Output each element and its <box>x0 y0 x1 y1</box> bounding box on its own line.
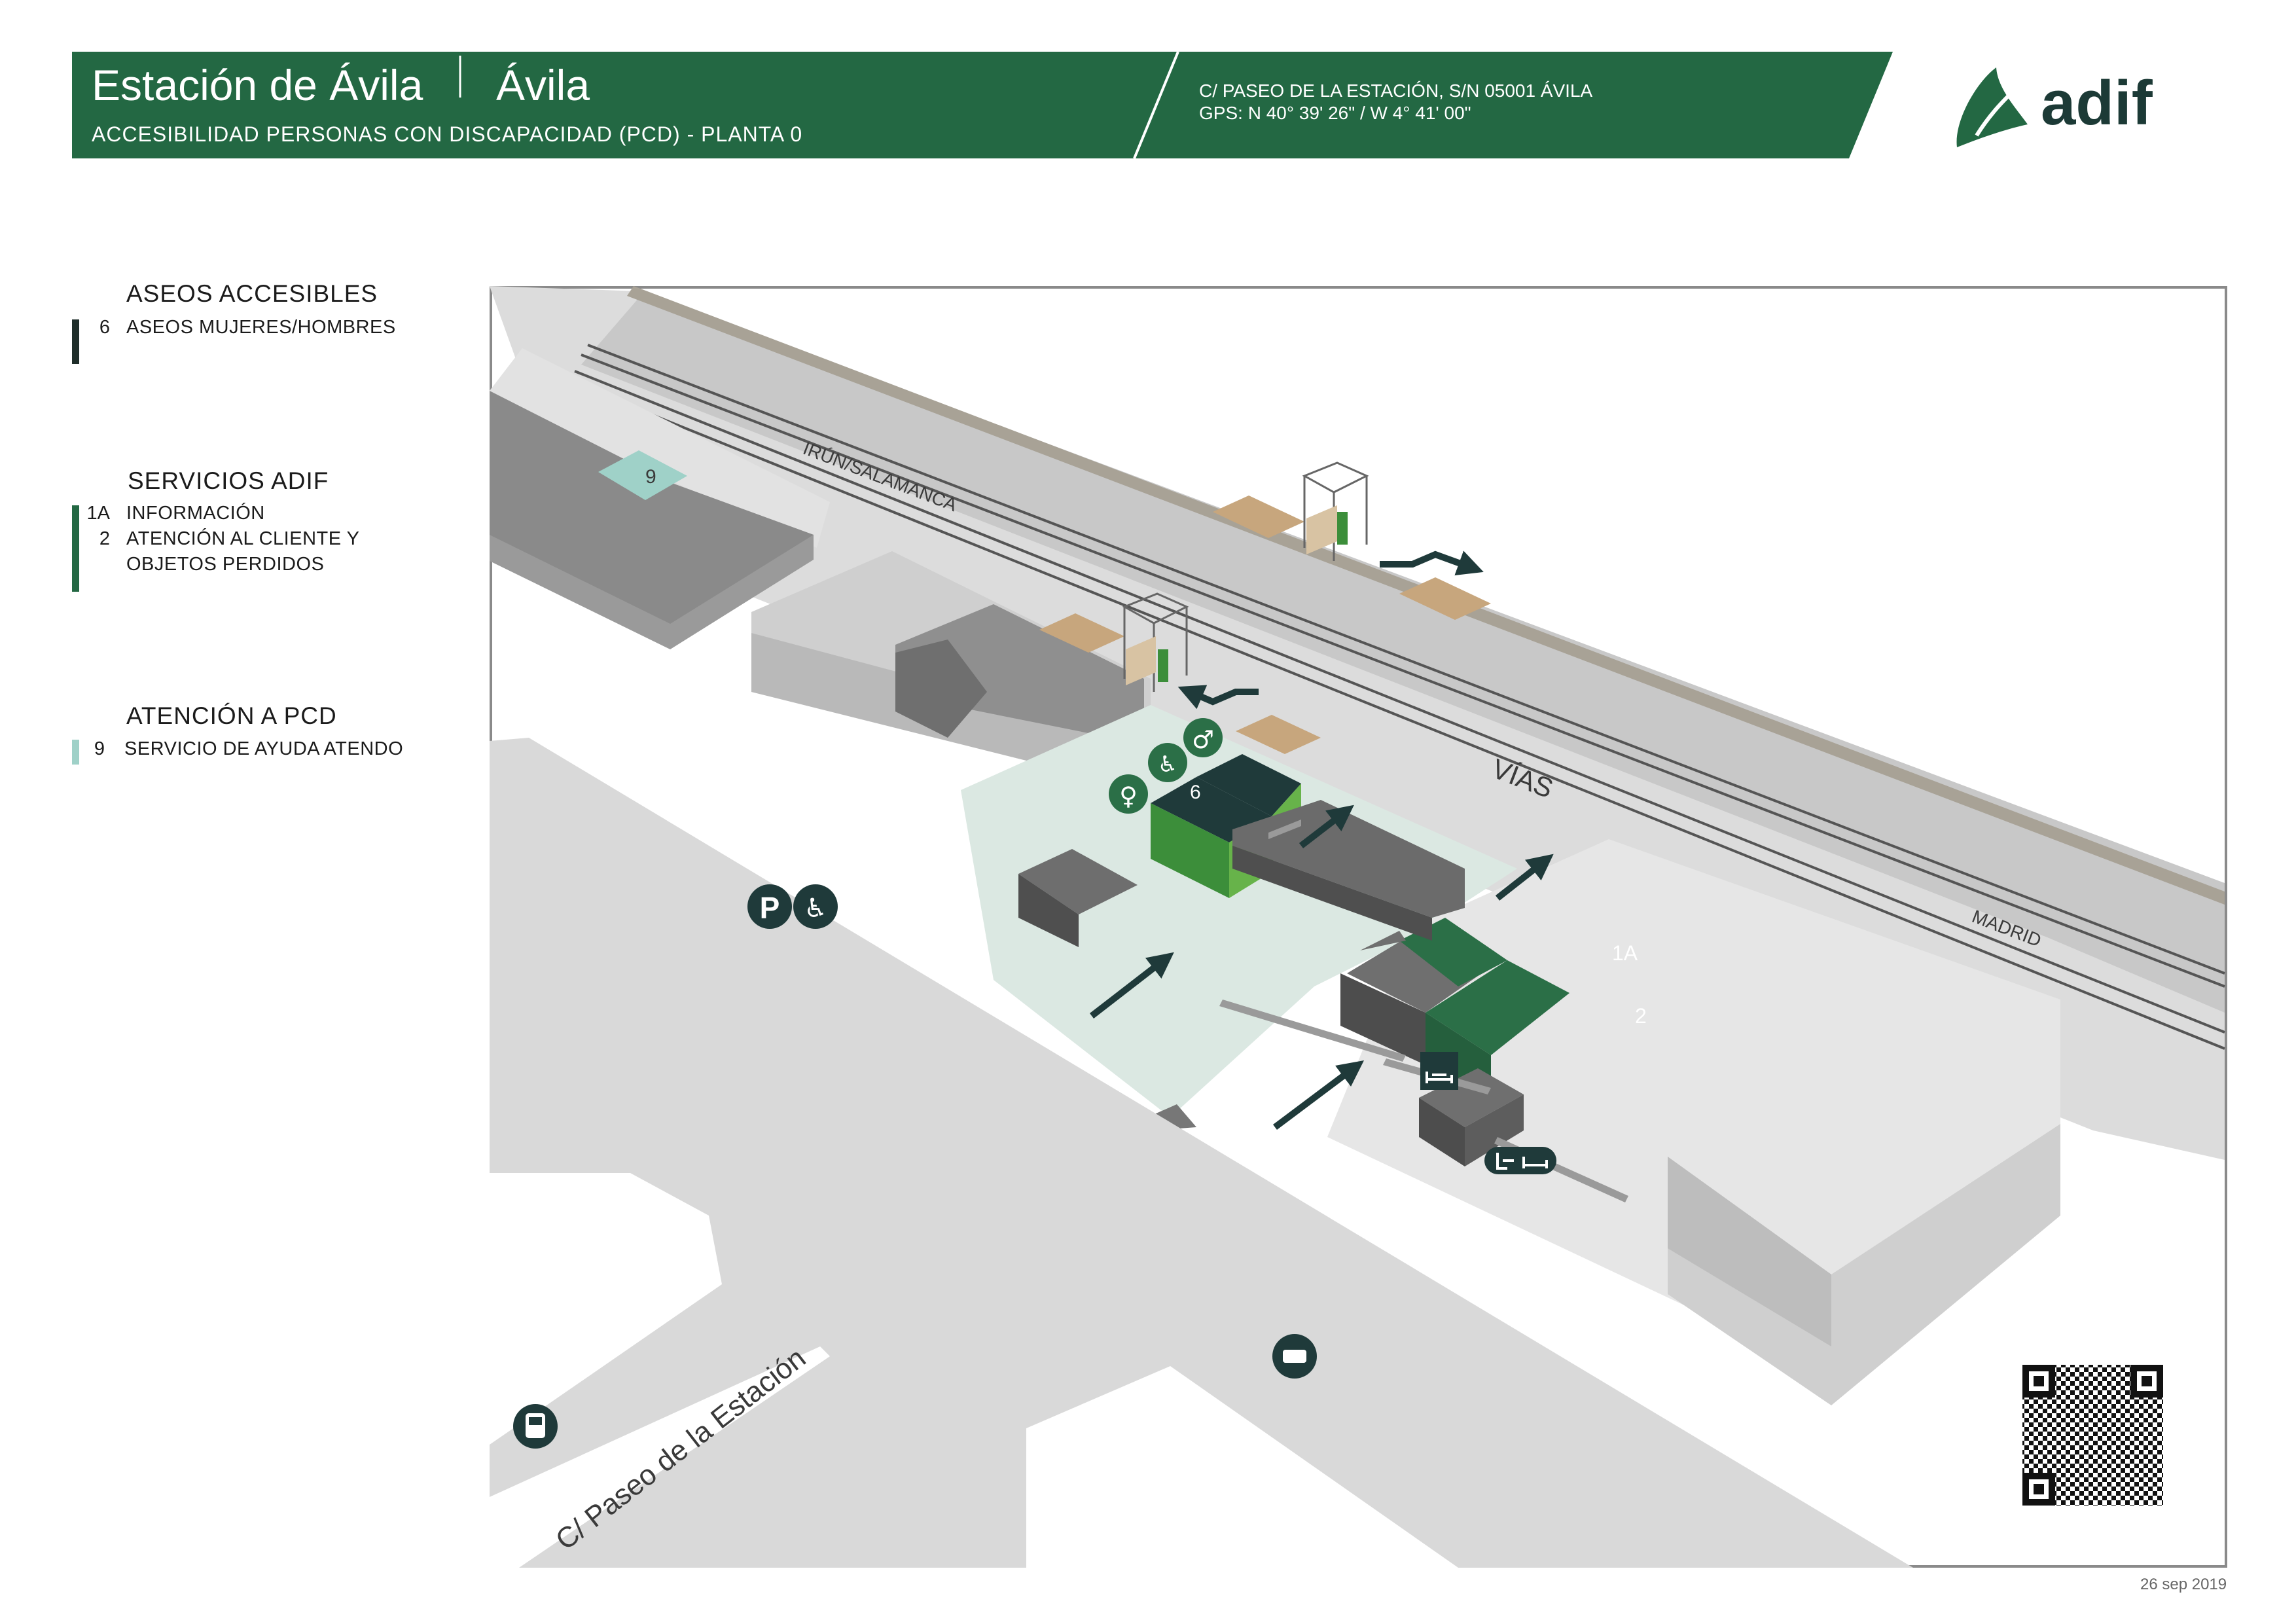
kiosk-left <box>1018 849 1138 914</box>
legend-title-pcd: ATENCIÓN A PCD <box>126 702 337 729</box>
pcd-help-point <box>598 450 687 500</box>
gps-coordinates: GPS: N 40° 39' 26" / W 4° 41' 00" <box>1199 103 1471 123</box>
station-building-dark <box>895 604 1144 744</box>
svg-text:♂: ♂ <box>1192 725 1214 754</box>
svg-text:♿: ♿ <box>1158 751 1177 778</box>
legend-num: 1A <box>86 503 110 524</box>
legend-item-lost-property: OBJETOS PERDIDOS <box>126 554 325 575</box>
platform-slab <box>490 348 830 548</box>
marker-2: 2 <box>1635 1004 1647 1028</box>
stairs <box>1039 496 1491 754</box>
station-name: Estación de Ávila <box>92 61 423 109</box>
woman-toilet-icon <box>1109 774 1148 814</box>
legend-item-customer-service: ATENCIÓN AL CLIENTE Y <box>126 528 360 549</box>
address: C/ PASEO DE LA ESTACIÓN, S/N 05001 ÁVILA <box>1199 81 1593 101</box>
map-drawing: P ♿ ♀ ♿ ♂ <box>490 286 2227 1568</box>
toilets-block <box>1151 777 1272 842</box>
svg-text:P: P <box>760 891 780 925</box>
legend-title-adif-services: SERVICIOS ADIF <box>128 467 329 494</box>
adif-leaf-logo-icon: adif <box>1956 67 2153 147</box>
legend-item-help-service: SERVICIO DE AYUDA ATENDO <box>124 738 404 759</box>
logo-text: adif <box>2041 68 2153 138</box>
legend-bar-adif-services <box>72 505 79 592</box>
waiting-room-block <box>1419 1068 1524 1127</box>
svg-text:♿: ♿ <box>804 893 827 924</box>
concourse-floor <box>961 705 1517 1117</box>
waiting-room-icon <box>1420 1052 1458 1090</box>
city-name: Ávila <box>496 61 590 109</box>
disabled-parking-icon <box>793 884 838 929</box>
road-island <box>490 1173 722 1445</box>
road <box>490 738 1913 1568</box>
rails <box>567 344 2225 1050</box>
legend-item-toilets: ASEOS MUJERES/HOMBRES <box>126 317 396 338</box>
page-subtitle: ACCESIBILIDAD PERSONAS CON DISCAPACIDAD … <box>92 122 803 146</box>
legend-title-toilets: ASEOS ACCESIBLES <box>126 280 378 307</box>
legend-num: 6 <box>99 317 110 338</box>
legend-bar-toilets <box>72 319 79 364</box>
legend-bar-pcd <box>72 740 79 765</box>
man-toilet-icon <box>1183 718 1223 757</box>
legend-item-information: INFORMACIÓN <box>126 503 265 524</box>
accessible-wc-icon <box>1148 743 1187 782</box>
access-arrows <box>1089 550 1554 1130</box>
marker-1a: 1A <box>1612 941 1638 965</box>
station-map: P ♿ ♀ ♿ ♂ VÍAS IRÚN/SALA <box>490 286 2227 1568</box>
road-island-2 <box>1026 1366 1458 1568</box>
rail-bed <box>581 293 2225 1013</box>
footer-date: 26 sep 2019 <box>2140 1576 2227 1593</box>
marker-9: 9 <box>645 466 656 488</box>
legend-num: 9 <box>94 738 105 759</box>
header-band: Estación de Ávila Ávila ACCESIBILIDAD PE… <box>72 52 1893 158</box>
map-icons: P ♿ ♀ ♿ ♂ <box>513 718 1556 1449</box>
marker-6: 6 <box>1190 782 1201 803</box>
parking-icon <box>747 884 792 929</box>
svg-text:♀: ♀ <box>1119 782 1138 810</box>
legend-num: 2 <box>99 528 110 549</box>
customer-service-2 <box>1426 960 1570 1055</box>
adif-logo: adif <box>1950 62 2238 154</box>
header-background <box>72 52 1893 158</box>
